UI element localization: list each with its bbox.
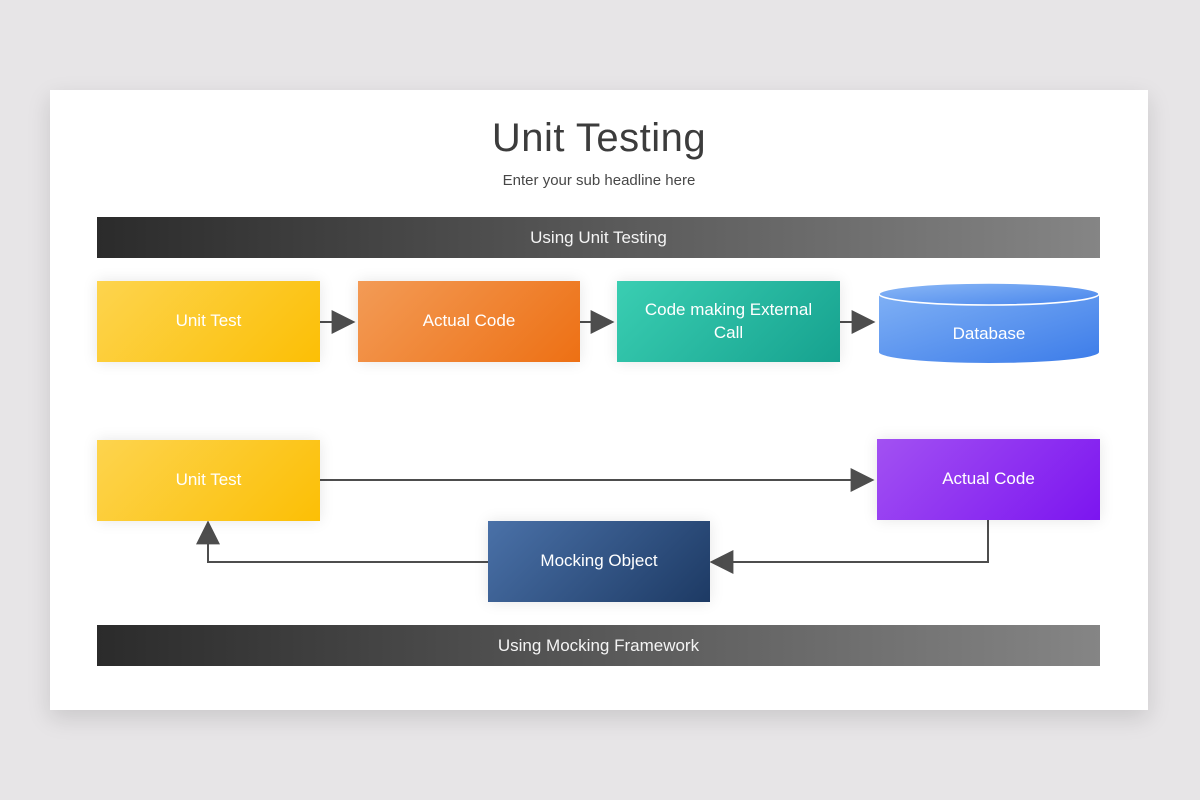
node-database-cylinder: Database [878,282,1100,363]
node-code-making-external-call: Code making External Call [617,281,840,362]
node-label: Mocking Object [540,551,658,571]
node-label: Unit Test [175,470,242,490]
node-mocking-object: Mocking Object [488,521,710,602]
page-title: Unit Testing [491,116,707,160]
slide: Unit Testing Enter your sub headline her… [50,90,1148,710]
node-label: Actual Code [422,311,516,331]
node-label: Code making External Call [644,299,813,342]
database-cylinder-shape [878,282,1100,363]
node-unit-test-1: Unit Test [97,281,320,362]
node-actual-code-1: Actual Code [358,281,580,362]
page-subtitle: Enter your sub headline here [502,172,696,189]
banner-using-mocking-framework: Using Mocking Framework [97,625,1100,666]
node-unit-test-2: Unit Test [97,440,320,521]
node-label: Database [952,324,1026,343]
node-label: Actual Code [942,469,1035,489]
node-label: Unit Test [175,311,242,331]
banner-top-label: Using Unit Testing [530,227,667,247]
node-actual-code-2: Actual Code [877,439,1100,520]
banner-using-unit-testing: Using Unit Testing [97,217,1100,258]
banner-bottom-label: Using Mocking Framework [497,635,700,655]
arrow-actualcode2-to-mockingobject [709,520,989,574]
arrow-mockingobject-to-unittest2 [196,520,488,563]
